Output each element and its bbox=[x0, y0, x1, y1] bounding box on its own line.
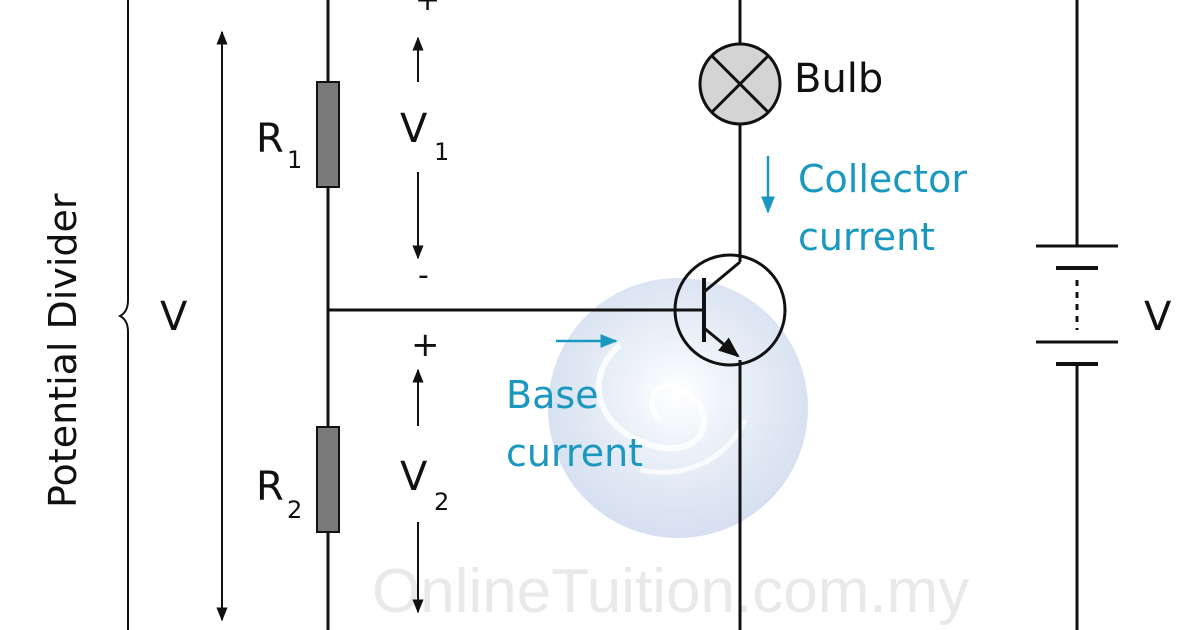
battery-voltage-label: V bbox=[1144, 294, 1172, 340]
v1-label: V bbox=[400, 106, 428, 152]
r1-label: R bbox=[256, 116, 284, 162]
resistor-r1 bbox=[316, 81, 340, 188]
collector-current-label-line1: Collector bbox=[798, 157, 967, 201]
battery-icon bbox=[1036, 244, 1118, 366]
potential-divider-label: Potential Divider bbox=[41, 193, 85, 508]
base-current-label-line2: current bbox=[506, 431, 643, 475]
potential-divider-brace bbox=[117, 0, 129, 630]
v2-plus-sign: + bbox=[411, 325, 440, 365]
v1-minus-sign: - bbox=[418, 258, 429, 293]
v2-subscript: 2 bbox=[434, 488, 449, 516]
base-current-label-line1: Base bbox=[506, 373, 599, 417]
bulb-icon bbox=[698, 42, 782, 126]
v2-label: V bbox=[400, 454, 428, 500]
collector-current-label-line2: current bbox=[798, 215, 935, 259]
r2-subscript: 2 bbox=[287, 496, 302, 524]
r1-subscript: 1 bbox=[287, 146, 302, 174]
resistor-r2 bbox=[316, 426, 340, 533]
transistor-icon bbox=[673, 253, 787, 367]
bulb-label: Bulb bbox=[794, 56, 883, 102]
watermark-text: OnlineTuition.com.my bbox=[372, 557, 969, 626]
total-voltage-label: V bbox=[160, 294, 188, 340]
v1-subscript: 1 bbox=[434, 138, 449, 166]
v1-plus-sign: + bbox=[415, 0, 440, 18]
r2-label: R bbox=[256, 464, 284, 510]
